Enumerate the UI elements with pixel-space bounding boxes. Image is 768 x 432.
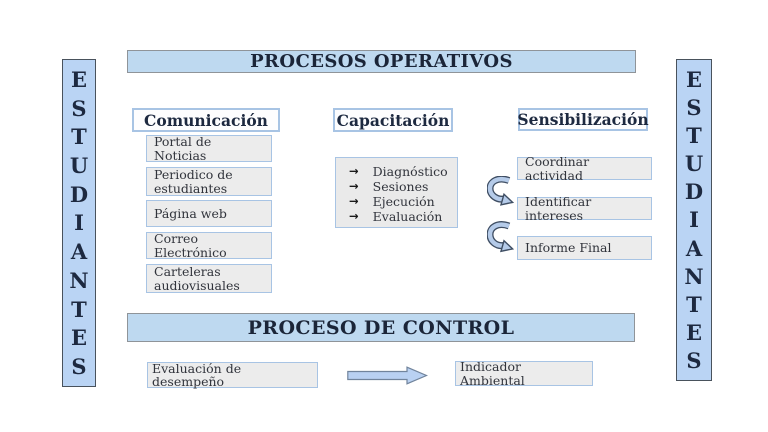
- evaluacion-desempeno-box: Evaluación de desempeño: [147, 361, 318, 388]
- students-letter: D: [69, 181, 89, 207]
- capacitacion-header: Capacitación: [333, 108, 453, 132]
- right-estudiantes-bar: E S T U D I A N T E S: [676, 59, 712, 381]
- arrow-right-icon: →: [349, 194, 359, 208]
- capacitacion-step-label: Ejecución: [372, 194, 435, 209]
- arrow-right-icon: →: [349, 164, 359, 178]
- block-right-arrow-icon: [347, 366, 428, 385]
- curved-arrow-icon: [487, 176, 514, 206]
- sens-item-coordinar-actividad: Coordinar actividad: [517, 155, 652, 182]
- students-letter: S: [71, 354, 87, 380]
- sens-item-informe-final: Informe Final: [517, 236, 652, 260]
- left-estudiantes-bar: E S T U D I A N T E S: [62, 59, 96, 387]
- capacitacion-steps-box: → Diagnóstico → Sesiones → Ejecución → E…: [335, 157, 458, 228]
- students-letter: U: [684, 151, 704, 177]
- students-letter: U: [69, 153, 89, 179]
- comunicacion-header: Comunicación: [132, 108, 280, 132]
- students-letter: N: [69, 267, 89, 293]
- students-letter: I: [74, 210, 84, 236]
- control-process-band: PROCESO DE CONTROL: [127, 313, 635, 342]
- students-letter: D: [684, 179, 704, 205]
- sensibilizacion-header: Sensibilización: [517, 108, 649, 131]
- comm-item-portal-noticias: Portal de Noticias: [146, 135, 272, 162]
- capacitacion-step: → Ejecución: [349, 194, 453, 209]
- capacitacion-step-label: Sesiones: [372, 179, 429, 194]
- curved-arrow-icon: [487, 221, 514, 253]
- capacitacion-step-label: Diagnóstico: [372, 164, 448, 179]
- students-letter: A: [70, 239, 88, 265]
- students-letter: E: [685, 320, 702, 346]
- students-letter: A: [685, 235, 703, 261]
- sens-item-identificar-intereses: Identificar intereses: [517, 195, 652, 222]
- operational-processes-band: PROCESOS OPERATIVOS: [127, 50, 636, 73]
- comm-item-periodico-estudiantes: Periodico de estudiantes: [146, 167, 272, 196]
- students-letter: N: [684, 263, 704, 289]
- students-letter: E: [685, 66, 702, 92]
- indicador-ambiental-box: Indicador Ambiental: [455, 360, 593, 387]
- students-letter: T: [686, 122, 702, 148]
- capacitacion-step: → Evaluación: [349, 209, 453, 224]
- students-letter: T: [71, 296, 87, 322]
- capacitacion-step-label: Evaluación: [372, 209, 443, 224]
- comm-item-pagina-web: Página web: [146, 200, 272, 227]
- students-letter: I: [689, 207, 699, 233]
- students-letter: T: [71, 124, 87, 150]
- students-letter: S: [71, 95, 87, 121]
- comm-item-carteleras-audiovisuales: Carteleras audiovisuales: [146, 264, 272, 293]
- capacitacion-step: → Sesiones: [349, 179, 453, 194]
- capacitacion-step: → Diagnóstico: [349, 164, 453, 179]
- comm-item-correo-electronico: Correo Electrónico: [146, 232, 272, 259]
- students-letter: E: [70, 66, 87, 92]
- arrow-right-icon: →: [349, 179, 359, 193]
- students-letter: T: [686, 291, 702, 317]
- students-letter: S: [686, 348, 702, 374]
- students-letter: E: [70, 325, 87, 351]
- students-letter: S: [686, 94, 702, 120]
- arrow-right-icon: →: [349, 209, 359, 223]
